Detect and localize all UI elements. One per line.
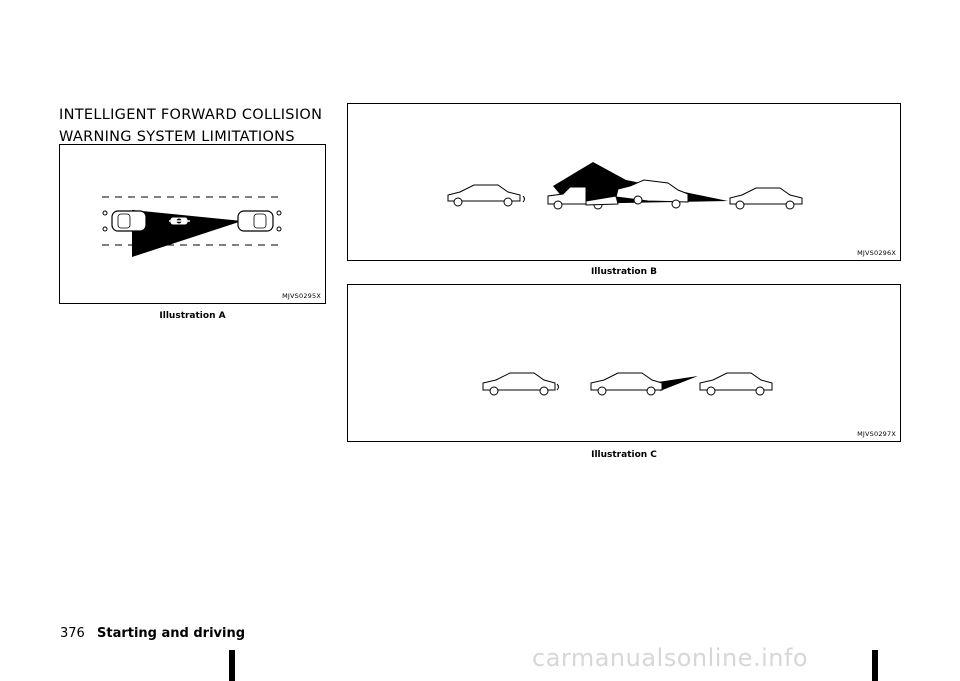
figure-a-drawing [102, 196, 282, 257]
car-top-view-other [237, 210, 282, 232]
figure-c-drawing [482, 372, 773, 396]
figure-caption: Illustration C [591, 450, 657, 460]
figure-code: MJVS0297X [857, 430, 896, 438]
figure-c: MJVS0297X [347, 284, 901, 442]
radar-beam [132, 210, 242, 257]
section-title: INTELLIGENT FORWARD COLLISION WARNING SY… [59, 107, 323, 145]
car-side-view-own [482, 372, 559, 396]
car-side-view-middle [590, 372, 663, 396]
motorcycle-top-view [169, 217, 190, 225]
footer-section-name: Starting and driving [97, 626, 246, 641]
watermark: carmanualsonline.info [532, 644, 809, 672]
figure-code: MJVS0296X [857, 249, 896, 257]
figure-caption: Illustration A [159, 311, 226, 321]
figure-code: MJVS0295X [282, 292, 321, 300]
tow-truck-side-view [547, 186, 619, 210]
page-number: 376 [60, 626, 85, 641]
figure-b-drawing [447, 162, 803, 210]
figure-caption: Illustration B [590, 267, 658, 277]
figure-a: MJVS0295X [59, 144, 326, 304]
car-top-view-own [102, 210, 147, 232]
page-marker-right [872, 650, 878, 681]
carried-car-side-view [615, 179, 689, 209]
car-side-view-own [447, 184, 525, 207]
car-side-view-other [699, 372, 773, 396]
page-marker-left [229, 650, 235, 681]
car-side-view-other [729, 187, 803, 210]
figure-b: MJVS0296X [347, 103, 901, 261]
radar-beam [658, 376, 698, 391]
